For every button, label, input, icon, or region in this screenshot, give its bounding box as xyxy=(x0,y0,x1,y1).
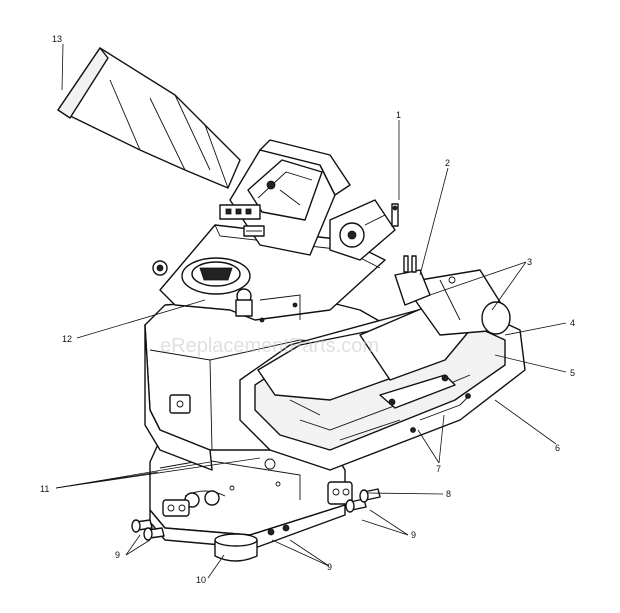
callout-3: 3 xyxy=(527,257,532,267)
callout-4: 4 xyxy=(570,318,575,328)
callout-1: 1 xyxy=(396,110,401,120)
callout-6: 6 xyxy=(555,443,560,453)
watermark-text: eReplacementParts.com xyxy=(160,335,379,357)
callout-5: 5 xyxy=(570,368,575,378)
callout-13: 13 xyxy=(52,34,62,44)
callout-12: 12 xyxy=(62,334,72,344)
callout-7: 7 xyxy=(436,464,441,474)
control-head xyxy=(219,139,399,261)
motor-cylinder xyxy=(394,255,511,336)
callout-9-left: 9 xyxy=(115,550,120,560)
tray-assembly xyxy=(239,299,526,471)
screws xyxy=(131,488,381,541)
callout-9-bottom: 9 xyxy=(327,562,332,572)
discharge-chute xyxy=(57,47,241,189)
callout-11: 11 xyxy=(40,484,49,494)
callout-9-right: 9 xyxy=(411,530,416,540)
callout-8: 8 xyxy=(446,489,451,499)
frame-plate xyxy=(152,224,386,323)
callout-10: 10 xyxy=(196,575,206,585)
callout-labels: 13 1 2 3 4 5 6 7 8 9 9 9 10 11 12 xyxy=(40,34,575,585)
leader-lines xyxy=(55,43,567,579)
callout-2: 2 xyxy=(445,158,450,168)
